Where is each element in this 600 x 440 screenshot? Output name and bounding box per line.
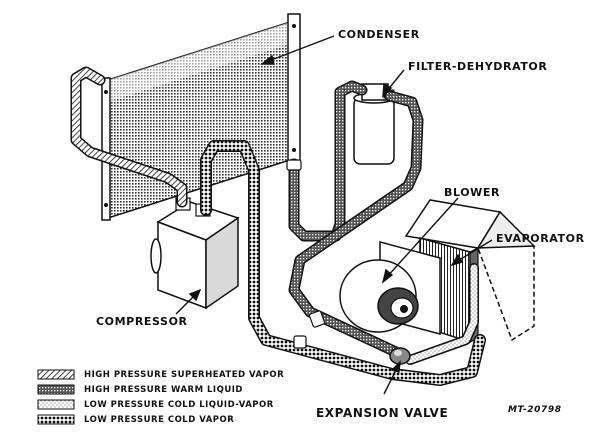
legend-text: HIGH PRESSURE SUPERHEATED VAPOR <box>84 369 285 380</box>
legend-text: LOW PRESSURE COLD VAPOR <box>84 414 235 425</box>
legend-swatch-superheated-vapor <box>37 369 75 380</box>
compressor-label: COMPRESSOR <box>96 315 188 328</box>
legend-swatches <box>37 369 75 425</box>
legend-item: LOW PRESSURE COLD VAPOR <box>84 413 234 426</box>
refrigerant-lines <box>70 66 486 386</box>
line-fittings <box>286 159 326 349</box>
legend-swatch-cold-liquid-vapor <box>37 399 75 410</box>
compressor <box>150 197 240 310</box>
evaporator-label: EVAPORATOR <box>496 232 585 245</box>
filter-dehydrator-label: FILTER-DEHYDRATOR <box>408 60 548 73</box>
legend-item: LOW PRESSURE COLD LIQUID-VAPOR <box>84 398 274 411</box>
evaporator-housing <box>404 199 536 342</box>
condenser-label: CONDENSER <box>338 28 420 41</box>
legend-item: HIGH PRESSURE WARM LIQUID <box>84 383 243 396</box>
leader-lines <box>175 35 493 395</box>
blower <box>339 241 441 335</box>
legend-swatch-warm-liquid <box>37 384 75 395</box>
expansion-valve-label: EXPANSION VALVE <box>316 406 449 420</box>
blower-label: BLOWER <box>444 186 501 199</box>
legend-text: HIGH PRESSURE WARM LIQUID <box>84 384 243 395</box>
legend-swatch-cold-vapor <box>37 414 75 425</box>
legend-item: HIGH PRESSURE SUPERHEATED VAPOR <box>84 368 284 381</box>
figure-id: MT-20798 <box>508 405 562 415</box>
legend-text: LOW PRESSURE COLD LIQUID-VAPOR <box>84 399 274 410</box>
